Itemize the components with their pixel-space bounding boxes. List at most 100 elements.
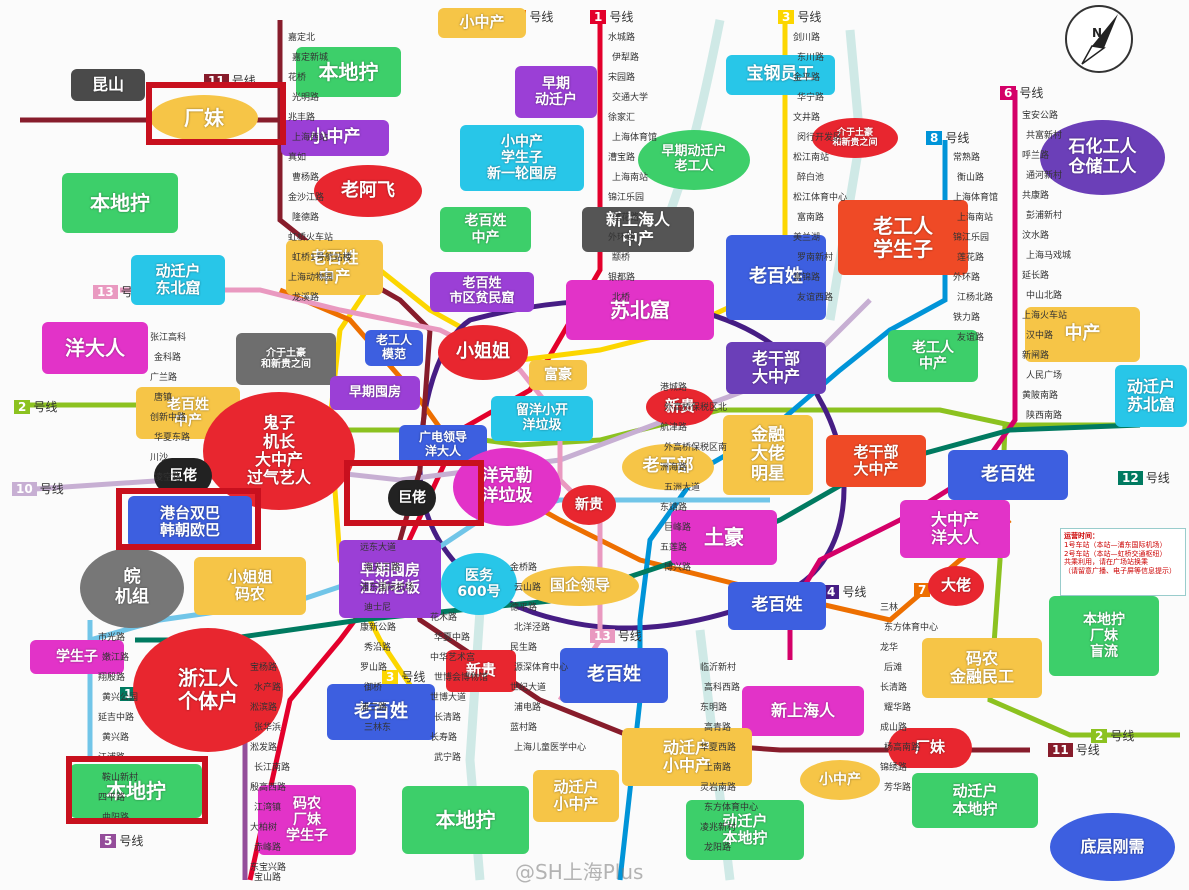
station-label[interactable]: 龙溪路 [292, 293, 320, 303]
station-label[interactable]: 金沙江路 [288, 193, 325, 203]
station-label[interactable]: 芳华路 [884, 783, 912, 793]
station-label[interactable]: 曹杨路 [292, 173, 320, 183]
station-label[interactable]: 蓝村路 [510, 723, 538, 733]
station-label[interactable]: 光明路 [292, 93, 320, 103]
station-label[interactable]: 黄兴路 [102, 733, 130, 743]
station-label[interactable]: 高青路 [704, 723, 732, 733]
station-label[interactable]: 市光路 [98, 633, 126, 643]
station-label[interactable]: 北桥 [612, 293, 631, 303]
station-label[interactable]: 黄兴公园 [102, 693, 139, 703]
station-label[interactable]: 东明路 [700, 703, 728, 713]
station-label[interactable]: 四平路 [98, 793, 126, 803]
station-label[interactable]: 锦江乐园 [608, 193, 645, 203]
station-label[interactable]: 长清路 [880, 683, 908, 693]
station-label[interactable]: 高科西路 [704, 683, 741, 693]
station-label[interactable]: 德平路 [510, 603, 538, 613]
station-label[interactable]: 上海南站 [957, 213, 994, 223]
station-label[interactable]: 浦东国际机场 [360, 583, 415, 593]
station-label[interactable]: 华夏西路 [700, 743, 737, 753]
station-label[interactable]: 漕宝路 [608, 153, 636, 163]
station-label[interactable]: 鞍山新村 [102, 773, 139, 783]
station-label[interactable]: 淞发路 [250, 743, 278, 753]
station-label[interactable]: 杨高南路 [884, 743, 921, 753]
station-label[interactable]: 东方体育中心 [704, 803, 759, 813]
station-label[interactable]: 嘉定新城 [292, 53, 329, 63]
station-label[interactable]: 上海马戏城 [1026, 251, 1072, 261]
station-label[interactable]: 凌空路 [154, 473, 182, 483]
station-label[interactable]: 临沂新村 [700, 663, 737, 673]
station-label[interactable]: 徐家汇 [608, 113, 636, 123]
station-label[interactable]: 莲花路 [957, 253, 985, 263]
station-label[interactable]: 江杨北路 [957, 293, 994, 303]
station-label[interactable]: 华夏中路 [434, 633, 471, 643]
station-label[interactable]: 美兰湖 [793, 233, 821, 243]
station-label[interactable]: 成山路 [880, 723, 908, 733]
station-label[interactable]: 共康路 [1022, 191, 1050, 201]
station-label[interactable]: 浦三路 [360, 703, 388, 713]
station-label[interactable]: 淞滨路 [250, 703, 278, 713]
station-label[interactable]: 富锦路 [793, 273, 821, 283]
station-label[interactable]: 洲海路 [660, 463, 688, 473]
station-label[interactable]: 世纪大道 [510, 683, 547, 693]
station-label[interactable]: 大柏树 [250, 823, 278, 833]
station-label[interactable]: 康新公路 [360, 623, 397, 633]
station-label[interactable]: 博兴路 [664, 563, 692, 573]
station-label[interactable]: 中山北路 [1026, 291, 1063, 301]
station-label[interactable]: 龙阳路 [704, 843, 732, 853]
station-label[interactable]: 广兰路 [150, 373, 178, 383]
station-label[interactable]: 宝山路 [254, 873, 282, 883]
station-label[interactable]: 上海火车站 [1022, 311, 1068, 321]
station-label[interactable]: 翔殷路 [98, 673, 126, 683]
station-label[interactable]: 铁力路 [953, 313, 981, 323]
station-label[interactable]: 延吉中路 [98, 713, 135, 723]
station-label[interactable]: 上海体育馆 [612, 133, 658, 143]
station-label[interactable]: 花木路 [430, 613, 458, 623]
station-label[interactable]: 云山路 [514, 583, 542, 593]
station-label[interactable]: 友谊西路 [797, 293, 834, 303]
station-label[interactable]: 浦电路 [514, 703, 542, 713]
station-label[interactable]: 长江南路 [254, 763, 291, 773]
station-label[interactable]: 醉白池 [797, 173, 825, 183]
station-label[interactable]: 罗山路 [360, 663, 388, 673]
station-label[interactable]: 罗南新村 [797, 253, 834, 263]
station-label[interactable]: 东方体育中心 [884, 623, 939, 633]
station-label[interactable]: 华夏东路 [154, 433, 191, 443]
station-label[interactable]: 莲花路 [612, 213, 640, 223]
station-label[interactable]: 嘉定北 [288, 33, 316, 43]
station-label[interactable]: 龙华 [880, 643, 899, 653]
station-label[interactable]: 虹桥1号航站楼 [292, 253, 352, 263]
station-label[interactable]: 隆德路 [292, 213, 320, 223]
station-label[interactable]: 东川路 [797, 53, 825, 63]
station-label[interactable]: 五洲大道 [664, 483, 701, 493]
station-label[interactable]: 上海体育馆 [953, 193, 999, 203]
station-label[interactable]: 华宁路 [797, 93, 825, 103]
station-label[interactable]: 真如 [288, 153, 307, 163]
station-label[interactable]: 江湾镇 [254, 803, 282, 813]
station-label[interactable]: 武宁路 [434, 753, 462, 763]
station-label[interactable]: 凌兆新村 [700, 823, 737, 833]
station-label[interactable]: 秀沿路 [364, 643, 392, 653]
station-label[interactable]: 北洋泾路 [514, 623, 551, 633]
station-label[interactable]: 世博大道 [430, 693, 467, 703]
station-label[interactable]: 上海南站 [612, 173, 649, 183]
station-label[interactable]: 川沙 [150, 453, 169, 463]
station-label[interactable]: 御桥 [364, 683, 383, 693]
station-label[interactable]: 金科路 [154, 353, 182, 363]
station-label[interactable]: 三林东 [364, 723, 392, 733]
station-label[interactable]: 文井路 [793, 113, 821, 123]
station-label[interactable]: 嫩江路 [102, 653, 130, 663]
station-label[interactable]: 宋园路 [608, 73, 636, 83]
station-label[interactable]: 东宝兴路 [250, 863, 287, 873]
station-label[interactable]: 上海动物园 [288, 273, 334, 283]
station-label[interactable]: 金桥路 [510, 563, 538, 573]
station-label[interactable]: 汉中路 [1026, 331, 1054, 341]
station-label[interactable]: 创新中路 [150, 413, 187, 423]
station-label[interactable]: 通河新村 [1026, 171, 1063, 181]
station-label[interactable]: 金平路 [793, 73, 821, 83]
station-label[interactable]: 航津路 [660, 423, 688, 433]
station-label[interactable]: 友谊路 [957, 333, 985, 343]
station-label[interactable]: 迪士尼 [364, 603, 392, 613]
station-label[interactable]: 常熟路 [953, 153, 981, 163]
station-label[interactable]: 海天三路 [364, 563, 401, 573]
station-label[interactable]: 宝杨路 [250, 663, 278, 673]
